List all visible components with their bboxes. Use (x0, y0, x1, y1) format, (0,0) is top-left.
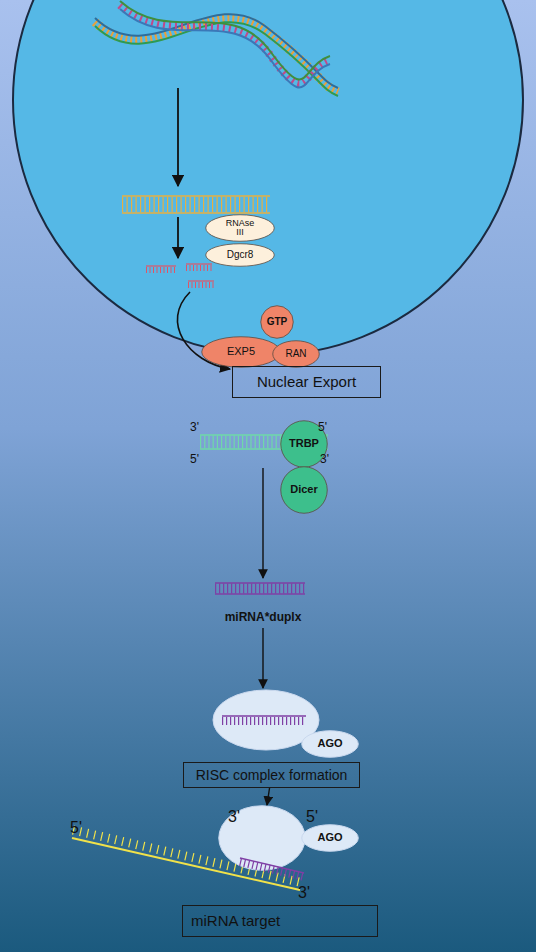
node-text: RISC complex formation (196, 768, 348, 783)
strand-end-label: 5' (318, 420, 327, 434)
outline-shape (206, 244, 275, 267)
stage-box: Nuclear Export (232, 366, 381, 398)
risc-mirna (222, 716, 306, 721)
rna-strand (240, 858, 304, 873)
node-text: EXP5 (227, 346, 255, 358)
pre-mirna (146, 264, 214, 285)
outline-shape (273, 341, 320, 368)
rna-bases (146, 267, 176, 273)
dna-helix (95, 1, 338, 96)
rna-strand (186, 263, 212, 264)
enzyme-ellipse: Dgcr8 (205, 243, 275, 267)
rna-bases (222, 717, 306, 725)
gtp-circle: GTP (260, 305, 294, 339)
strand-end-label: 5' (190, 452, 199, 466)
risc-ellipse: 3'5' (218, 805, 306, 871)
node-text: 5' (306, 809, 318, 826)
outline-shape (281, 467, 328, 514)
pri-mirna (122, 196, 270, 213)
enzyme-ellipse: RNAse III (205, 214, 275, 242)
node-text: RNAse III (222, 219, 258, 238)
exportin-ellipse: EXP5 (201, 336, 281, 368)
node-text: AGO (317, 738, 342, 750)
ago-ellipse: AGO (301, 824, 359, 852)
nucleus (13, 0, 523, 355)
node-text: TRBP (289, 438, 319, 450)
outline-shape (202, 337, 281, 368)
node-text: AGO (317, 832, 342, 844)
strand-end-label: 3' (320, 452, 329, 466)
rna-strand (122, 212, 270, 214)
strand-end-label: 3' (190, 420, 199, 434)
protein-circle: Dicer (280, 466, 328, 514)
process-arrow (177, 88, 179, 186)
strand-end-label: 5' (70, 819, 82, 837)
rna-bases (188, 282, 214, 288)
outline-shape (219, 806, 306, 871)
node-text: Dicer (290, 484, 318, 496)
process-arrow (267, 788, 270, 805)
process-arrow (262, 628, 263, 688)
dna-bases (95, 18, 338, 92)
rna-bases (215, 584, 305, 594)
rna-strand (146, 265, 176, 266)
stage-box: miRNA target (182, 905, 378, 937)
rna-strand (122, 195, 270, 197)
stage-box: RISC complex formation (183, 762, 360, 788)
dna-strand (120, 1, 330, 79)
process-arrow (262, 468, 263, 578)
mirna-duplex (215, 583, 305, 594)
node-text: Dgcr8 (227, 250, 254, 261)
outline-shape (302, 731, 359, 758)
dna-bases (120, 5, 330, 83)
rna-strand (188, 280, 214, 281)
node-text: miRNA target (191, 913, 280, 929)
node-text: Nuclear Export (257, 374, 356, 390)
dna-strand (95, 14, 338, 88)
outline-shape (261, 306, 294, 339)
ago-ellipse: AGO (301, 730, 359, 758)
rna-bases (186, 265, 212, 271)
bound-mirna (240, 858, 304, 877)
ran-ellipse: RAN (272, 340, 320, 368)
outline-shape (302, 825, 359, 852)
process-arrow (177, 217, 179, 258)
rna-bases (240, 862, 304, 877)
dna-strand (95, 22, 338, 96)
stage-label: miRNA*duplx (225, 610, 302, 624)
node-text: 3' (228, 809, 240, 826)
node-text: GTP (267, 317, 288, 328)
rna-strand (222, 715, 306, 717)
outline-shape (206, 215, 275, 242)
rna-bases (122, 197, 270, 212)
strand-end-label: 3' (298, 884, 310, 902)
node-text: RAN (285, 349, 306, 360)
dna-strand (120, 9, 330, 87)
